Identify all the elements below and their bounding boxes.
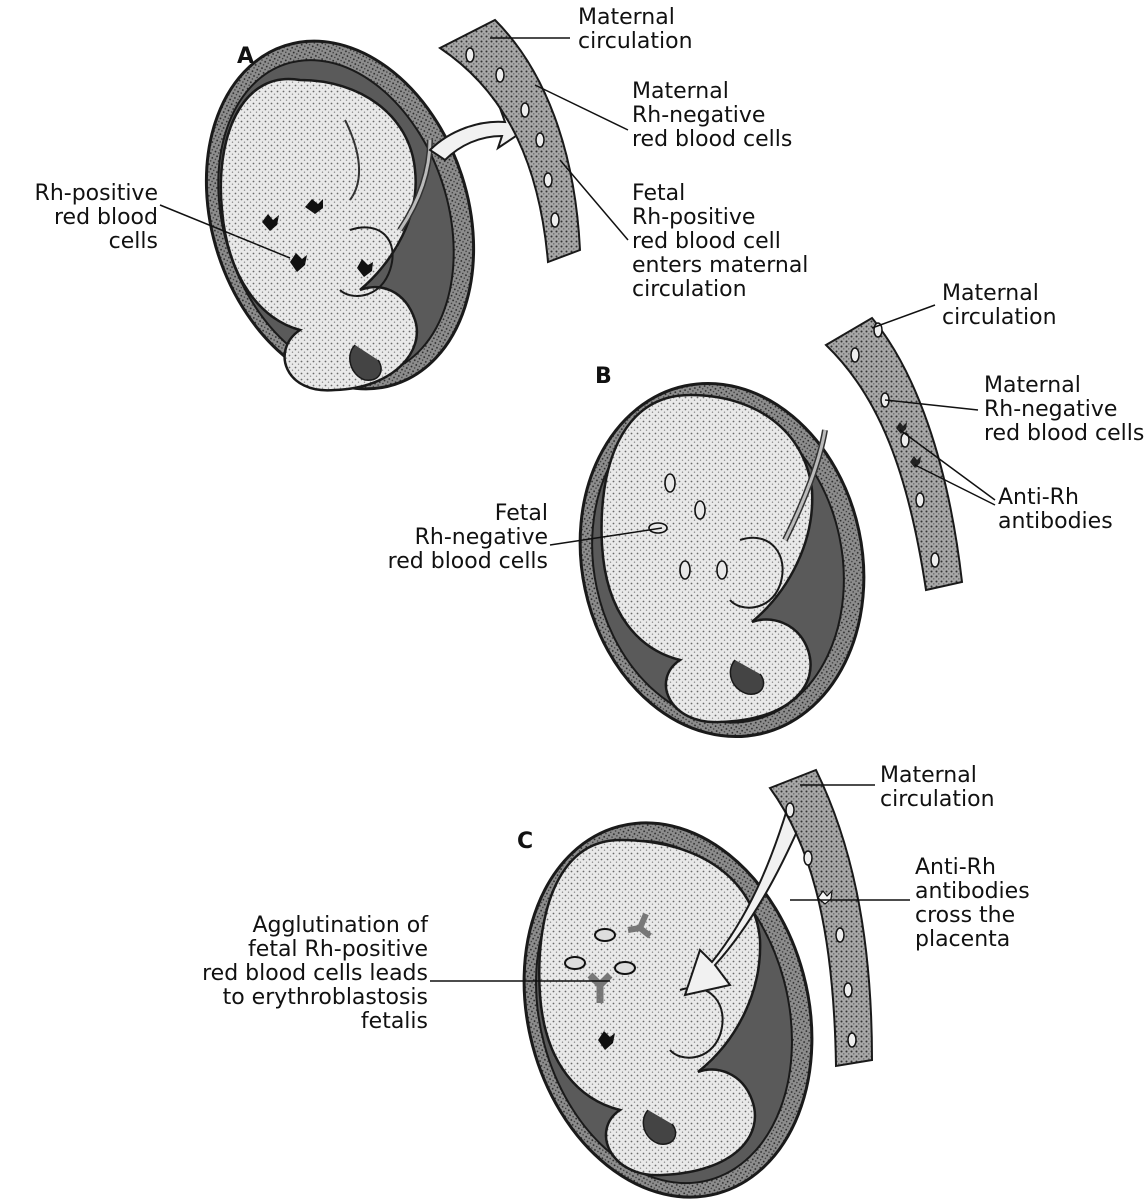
panel-b: B [548, 305, 995, 763]
rh-negative-cell [665, 474, 675, 492]
label-b-anti-rh-antibodies: Anti-Rh antibodies [998, 486, 1113, 534]
maternal-rbc [804, 851, 812, 865]
maternal-rbc [848, 1033, 856, 1047]
label-b-fetal-rh-negative: Fetal Rh-negative red blood cells [380, 502, 548, 574]
label-c-maternal-circulation: Maternal circulation [880, 764, 995, 812]
panel-letter-c: C [517, 829, 533, 854]
maternal-rbc [836, 928, 844, 942]
agglutinated-cell [615, 962, 635, 974]
panel-letter-b: B [595, 364, 612, 389]
rh-negative-cell [717, 561, 727, 579]
label-a-rh-positive: Rh-positive red blood cells [0, 182, 158, 254]
label-c-agglutination: Agglutination of fetal Rh-positive red b… [180, 914, 428, 1034]
maternal-rbc [916, 493, 924, 507]
panel-letter-a: A [237, 44, 254, 69]
maternal-rbc [851, 348, 859, 362]
label-b-maternal-circulation: Maternal circulation [942, 282, 1057, 330]
maternal-rbc [496, 68, 504, 82]
maternal-rbc [786, 803, 794, 817]
maternal-rbc [466, 48, 474, 62]
label-a-maternal-rh-negative: Maternal Rh-negative red blood cells [632, 80, 792, 152]
label-b-maternal-rh-negative: Maternal Rh-negative red blood cells [984, 374, 1144, 446]
rh-negative-cell [695, 501, 705, 519]
maternal-rbc [521, 103, 529, 117]
panel-c: C [430, 770, 910, 1200]
fetus-a [221, 79, 417, 390]
label-c-anti-rh-cross: Anti-Rh antibodies cross the placenta [915, 856, 1030, 952]
rh-negative-cell [680, 561, 690, 579]
maternal-rbc [544, 173, 552, 187]
agglutinated-cell [595, 929, 615, 941]
label-a-fetal-rh-positive-enters: Fetal Rh-positive red blood cell enters … [632, 182, 808, 302]
maternal-rbc [931, 553, 939, 567]
maternal-rbc [551, 213, 559, 227]
maternal-rbc [844, 983, 852, 997]
label-a-maternal-circulation: Maternal circulation [578, 6, 693, 54]
maternal-rbc [536, 133, 544, 147]
panel-a: A [160, 6, 628, 424]
agglutinated-cell [565, 957, 585, 969]
